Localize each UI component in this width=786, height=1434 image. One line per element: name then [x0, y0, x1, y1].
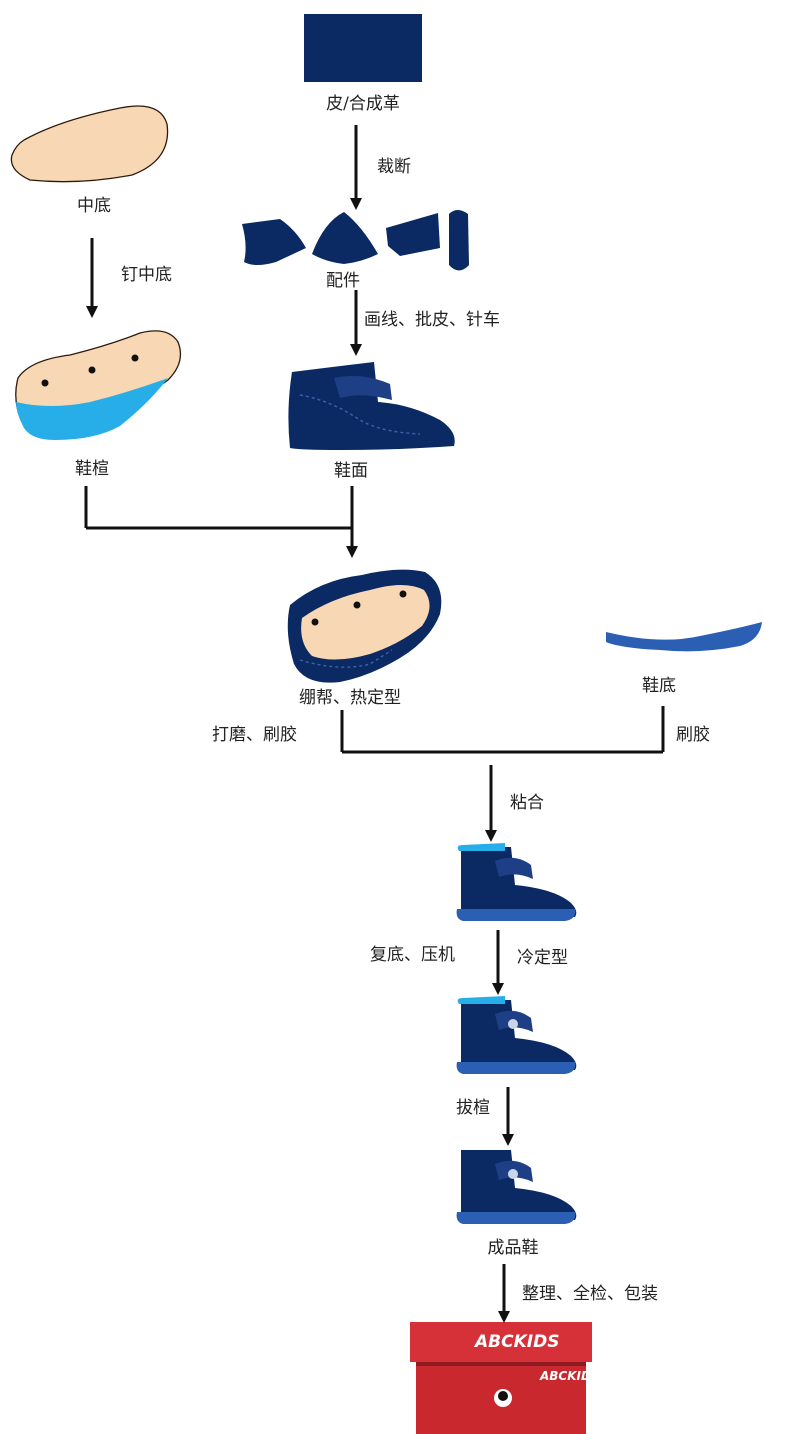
step-press: 复底、压机 [370, 945, 455, 965]
material-sheet-icon [304, 14, 422, 82]
shoe-last-icon [15, 330, 182, 440]
node-upper: 鞋面 [334, 461, 368, 481]
box-side-brand: ABCKIDS [539, 1369, 600, 1383]
shoe-icon [456, 996, 577, 1074]
cut-parts-icon [242, 210, 469, 271]
step-cool: 冷定型 [517, 948, 568, 968]
node-outsole: 鞋底 [642, 676, 676, 696]
midsole-icon [10, 105, 169, 183]
node-lasted: 绷帮、热定型 [299, 688, 401, 708]
shoe-box-icon [410, 1322, 592, 1434]
node-finished: 成品鞋 [487, 1238, 539, 1258]
step-pack: 整理、全检、包装 [522, 1284, 658, 1304]
step-glue-sole: 刷胶 [676, 725, 710, 745]
node-midsole: 中底 [77, 196, 111, 216]
box-lid-brand: ABCKIDS [473, 1332, 559, 1352]
lasted-upper-icon [287, 569, 442, 683]
node-last: 鞋楦 [75, 459, 109, 479]
step-grind: 打磨、刷胶 [212, 725, 297, 745]
step-bond: 粘合 [510, 793, 544, 813]
step-stitch: 画线、批皮、针车 [364, 310, 500, 330]
node-parts: 配件 [326, 271, 360, 291]
node-leather: 皮/合成革 [326, 94, 400, 114]
connectors [84, 125, 665, 1323]
shoe-upper-icon [288, 362, 455, 450]
step-cut: 裁断 [377, 157, 411, 177]
step-pull-last: 拔楦 [456, 1098, 490, 1118]
shoe-icon [456, 1150, 577, 1224]
outsole-icon [606, 622, 762, 652]
shoe-icon [456, 843, 577, 921]
step-nail: 钉中底 [121, 265, 172, 285]
